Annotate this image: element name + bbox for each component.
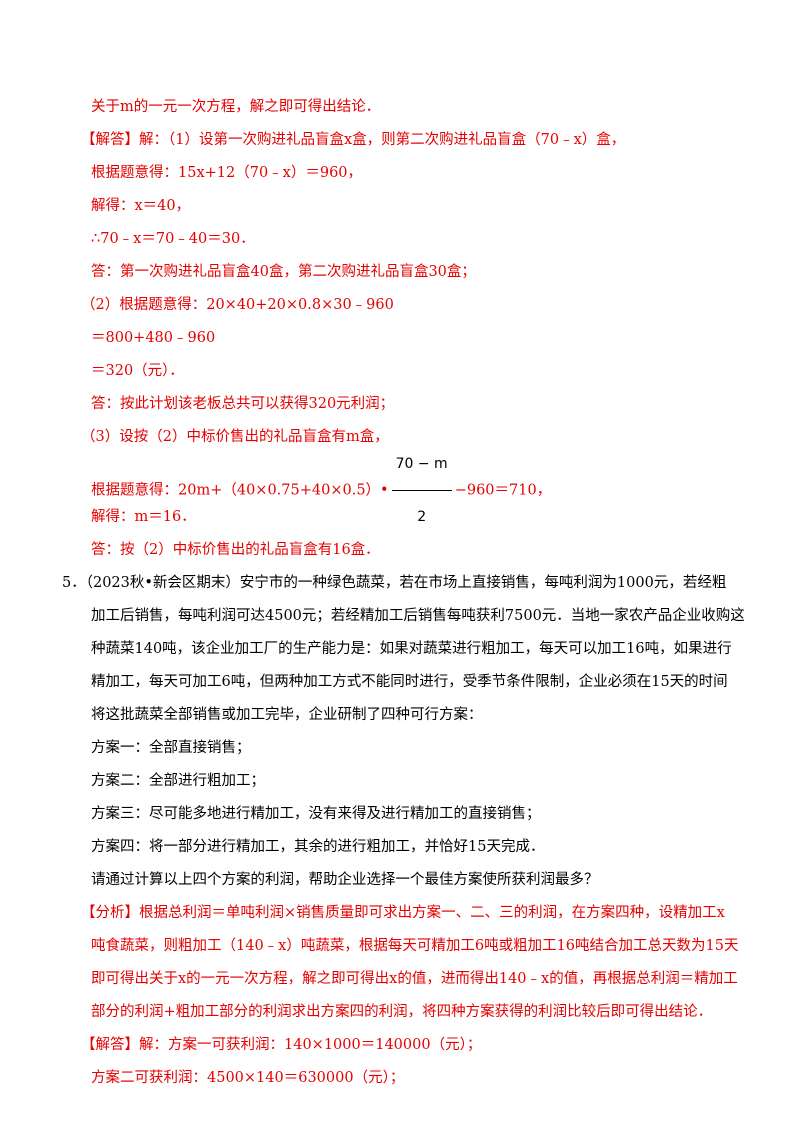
- fraction: 70 − m 2: [391, 440, 452, 541]
- answer-heading: 【解答】解：（1）设第一次购进礼品盲盒x盒，则第二次购进礼品盲盒（70﹣x）盒，: [81, 132, 626, 148]
- text-line: 答：第一次购进礼品盲盒40盒，第二次购进礼品盲盒30盒；: [91, 264, 476, 280]
- question-line: 5．（2023秋•新会区期末）安宁市的一种绿色蔬菜，若在市场上直接销售，每吨利润…: [62, 575, 727, 591]
- question-line: 请通过计算以上四个方案的利润，帮助企业选择一个最佳方案使所获利润最多？: [91, 872, 599, 888]
- text-line: ＝320（元）．: [91, 363, 184, 379]
- equation-line: 根据题意得：20m+（40×0.75+40×0.5）•70 − m 2 −960＝7…: [91, 440, 551, 525]
- analysis-line: 吨食蔬菜，则粗加工（140﹣x）吨蔬菜，根据每天可精加工6吨或粗加工16吨结合加…: [91, 938, 739, 954]
- equation-suffix: −960＝710，: [454, 482, 552, 499]
- text-line: 答：按（2）中标价售出的礼品盲盒有16盒．: [91, 542, 380, 558]
- answer-heading: 【解答】解：方案一可获利润：140×1000＝140000（元）；: [81, 1037, 482, 1053]
- text-line: 根据题意得：15x+12（70﹣x）＝960，: [91, 165, 363, 181]
- question-line: 加工后销售，每吨利润可达4500元；若经精加工后销售每吨获利7500元．当地一家…: [91, 608, 745, 624]
- text-line: 答：按此计划该老板总共可以获得320元利润；: [91, 396, 395, 412]
- text-line: ＝800+480﹣960: [91, 330, 216, 346]
- text-line: ∴70﹣x＝70﹣40＝30．: [91, 231, 255, 247]
- analysis-line: 即可得出关于x的一元一次方程，解之即可得出x的值，进而得出140﹣x的值，再根据…: [91, 971, 738, 987]
- option-line: 方案四：将一部分进行精加工，其余的进行粗加工，并恰好15天完成．: [91, 839, 545, 855]
- text-line: 解得：x＝40，: [91, 198, 191, 214]
- question-line: 种蔬菜140吨，该企业加工厂的生产能力是：如果对蔬菜进行粗加工，每天可以加工16…: [91, 641, 732, 657]
- text-line: 解得：m＝16．: [91, 509, 196, 525]
- equation-prefix: 根据题意得：20m+（40×0.75+40×0.5）•: [91, 482, 389, 499]
- text-line: （2）根据题意得：20×40+20×0.8×30﹣960: [81, 297, 394, 313]
- option-line: 方案二：全部进行粗加工；: [91, 773, 265, 789]
- text-line: 关于m的一元一次方程，解之即可得出结论．: [91, 99, 381, 115]
- text-line: 方案二可获利润：4500×140＝630000（元）；: [91, 1070, 405, 1086]
- analysis-line: 部分的利润+粗加工部分的利润求出方案四的利润，将四种方案获得的利润比较后即可得出…: [91, 1004, 713, 1020]
- fraction-numerator: 70 − m: [391, 440, 452, 491]
- question-line: 将这批蔬菜全部销售或加工完毕，企业研制了四种可行方案：: [91, 707, 483, 723]
- text-line: （3）设按（2）中标价售出的礼品盲盒有m盒，: [81, 429, 389, 445]
- question-line: 精加工，每天可加工6吨，但两种加工方式不能同时进行，受季节条件限制，企业必须在1…: [91, 674, 728, 690]
- fraction-denominator: 2: [417, 509, 427, 525]
- option-line: 方案三：尽可能多地进行精加工，没有来得及进行精加工的直接销售；: [91, 806, 541, 822]
- option-line: 方案一：全部直接销售；: [91, 740, 251, 756]
- analysis-heading: 【分析】根据总利润＝单吨利润×销售质量即可求出方案一、二、三的利润，在方案四种，…: [81, 905, 725, 921]
